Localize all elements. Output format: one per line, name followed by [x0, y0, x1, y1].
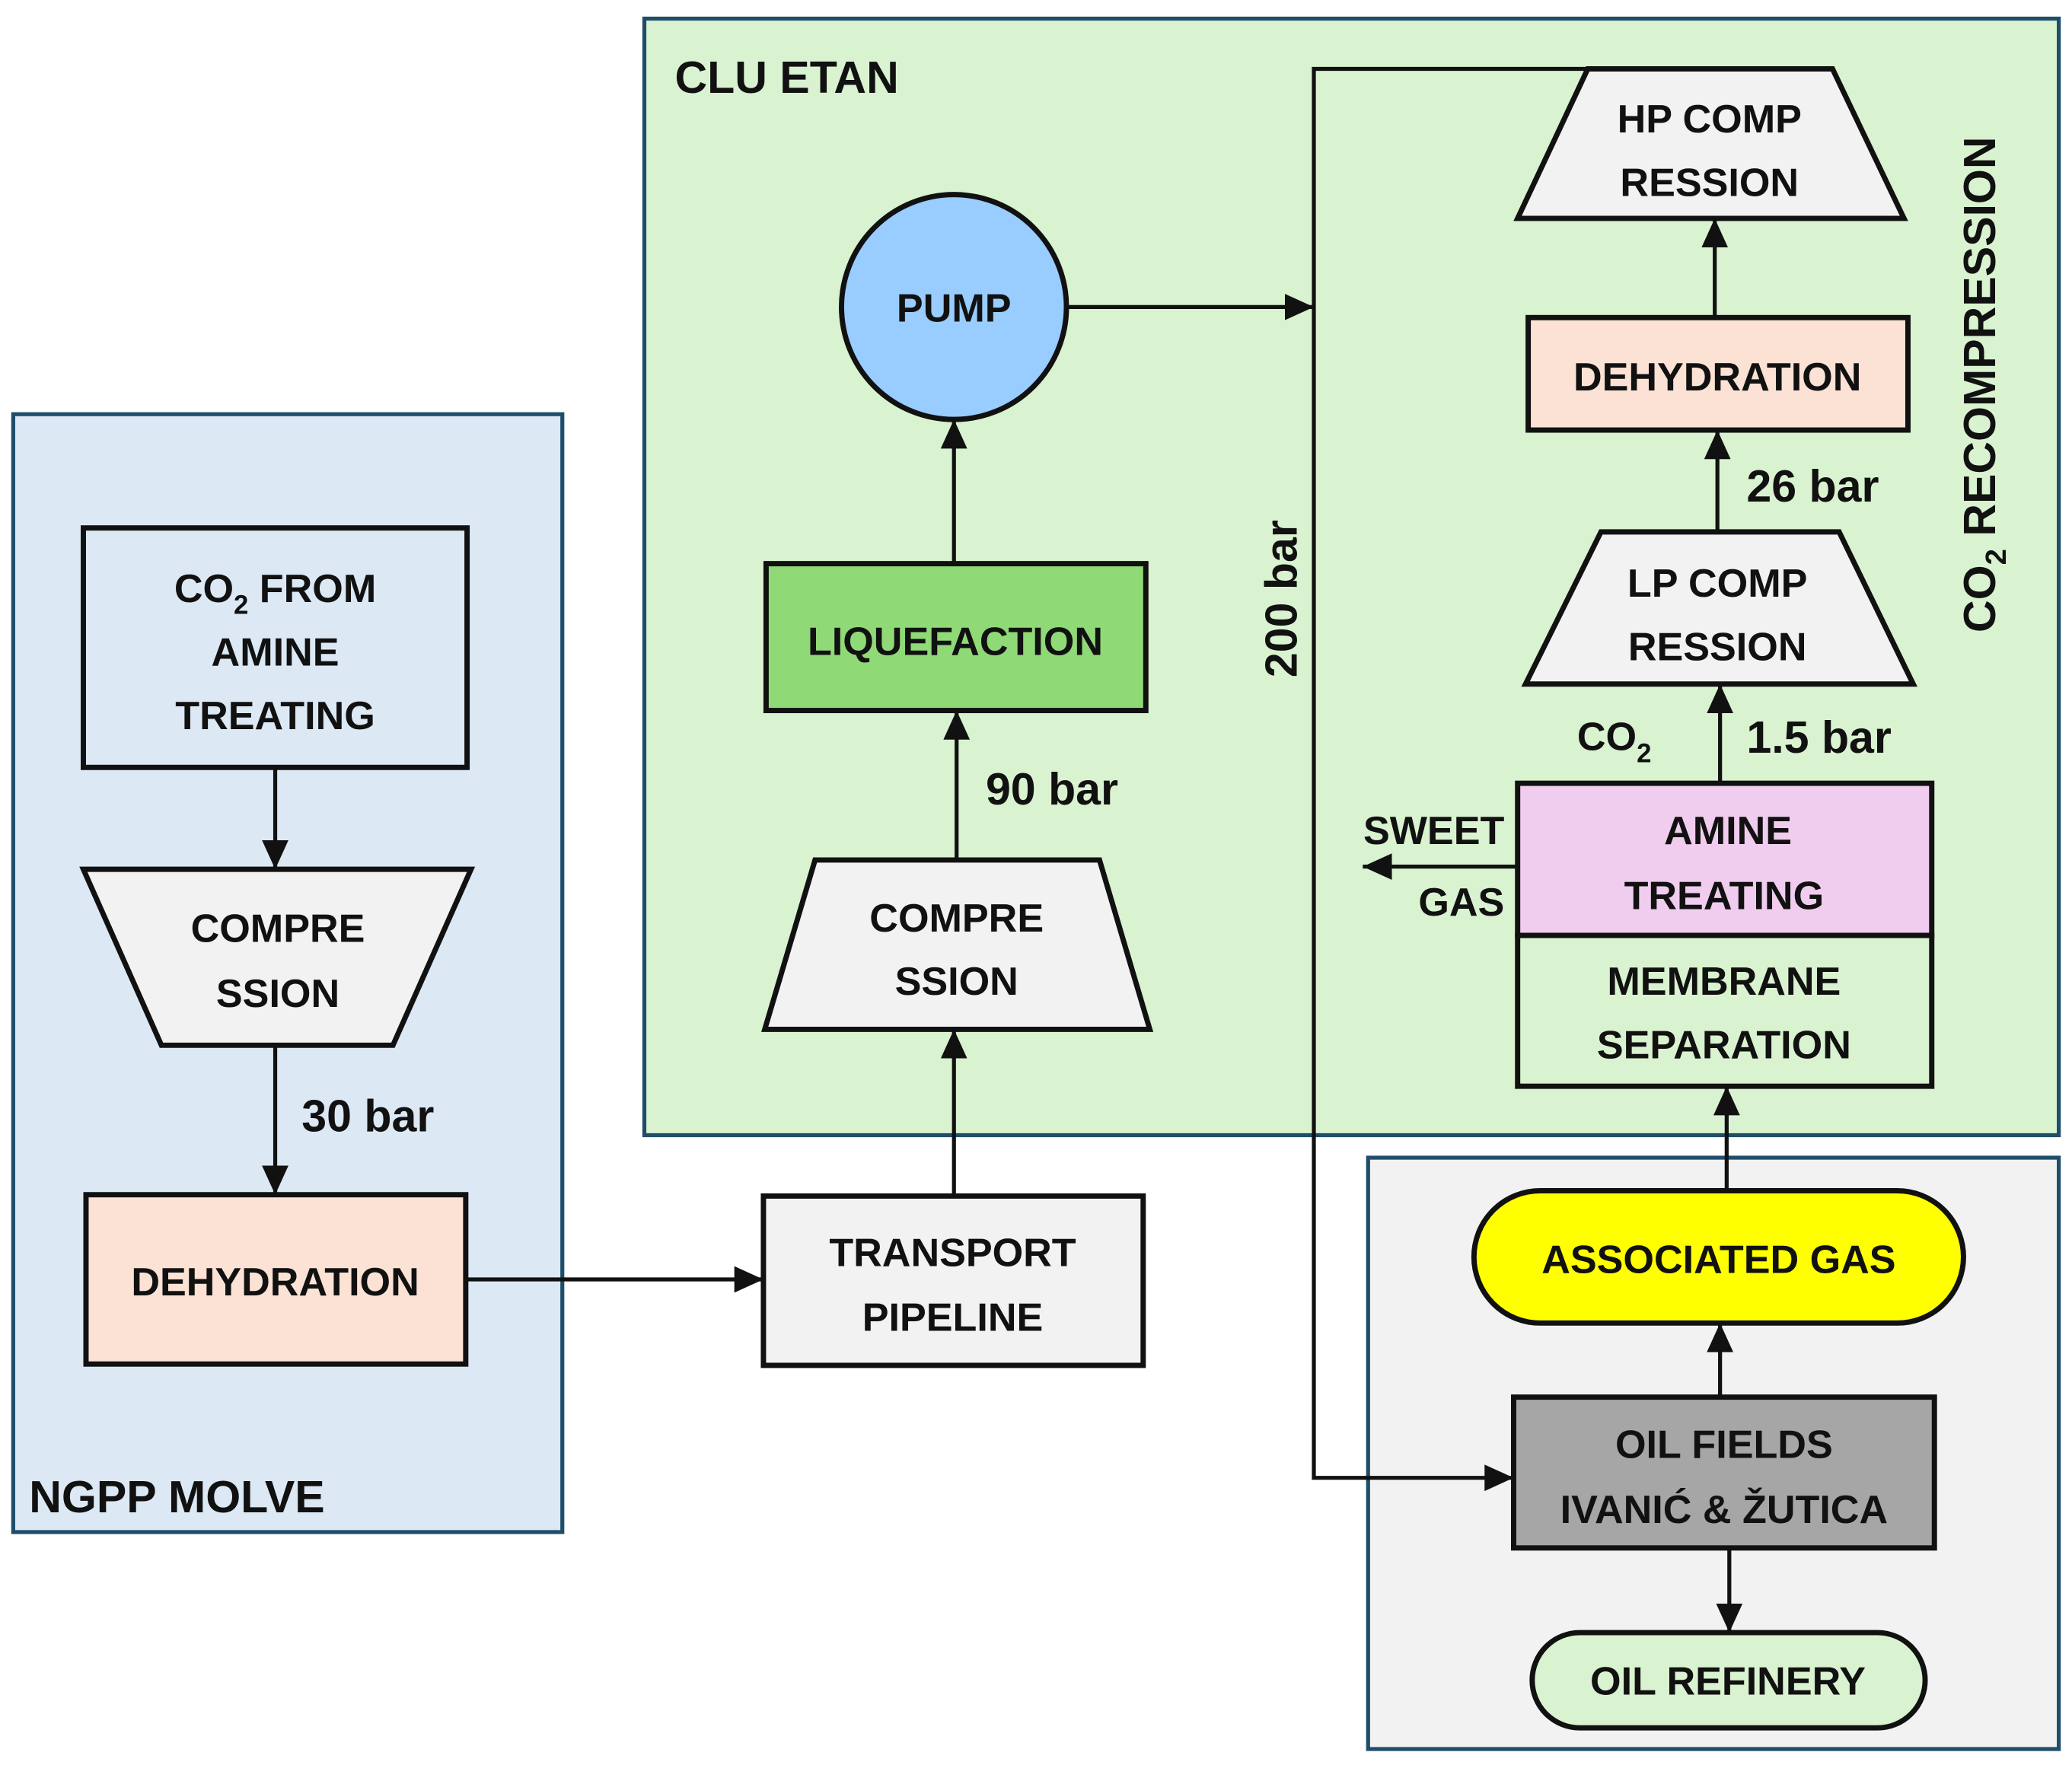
svg-text:TRANSPORT: TRANSPORT — [829, 1231, 1076, 1276]
svg-text:LP COMP: LP COMP — [1627, 562, 1808, 606]
node-oil-refinery[interactable]: OIL REFINERY — [1529, 1630, 1928, 1731]
svg-text:RESSION: RESSION — [1620, 161, 1799, 205]
svg-text:COMPRE: COMPRE — [191, 907, 365, 951]
svg-text:SSION: SSION — [216, 972, 339, 1016]
node-associated-gas[interactable]: ASSOCIATED GAS — [1471, 1188, 1966, 1326]
node-hp-compression[interactable]: HP COMP RESSION — [1513, 66, 1908, 221]
svg-text:LIQUEFACTION: LIQUEFACTION — [808, 620, 1103, 664]
node-liquefaction[interactable]: LIQUEFACTION — [763, 561, 1149, 714]
svg-text:COMPRE: COMPRE — [869, 897, 1044, 941]
pressure-label-1-5: 1.5 bar — [1746, 712, 1891, 763]
node-membrane-separation[interactable]: MEMBRANE SEPARATION — [1515, 932, 1935, 1089]
pressure-label-200: 200 bar — [1256, 520, 1306, 677]
node-oil-fields[interactable]: OIL FIELDS IVANIĆ & ŽUTICA — [1511, 1394, 1937, 1551]
panel-title-clu: CLU ETAN — [674, 53, 898, 103]
svg-text:OIL FIELDS: OIL FIELDS — [1615, 1423, 1833, 1467]
node-co2-source[interactable]: CO2 FROM AMINE TREATING — [81, 525, 470, 770]
svg-text:SSION: SSION — [895, 960, 1018, 1004]
svg-text:OIL REFINERY: OIL REFINERY — [1590, 1660, 1866, 1704]
connectors — [262, 66, 1743, 1633]
node-dehydration-ngpp[interactable]: DEHYDRATION — [83, 1192, 469, 1367]
node-dehydration-recompression[interactable]: DEHYDRATION — [1525, 314, 1911, 433]
panel-title-ngpp: NGPP MOLVE — [29, 1472, 324, 1522]
co2-flow-label: CO2 — [1577, 715, 1652, 769]
svg-text:CO2 FROM: CO2 FROM — [174, 567, 376, 620]
svg-text:DEHYDRATION: DEHYDRATION — [1573, 355, 1861, 400]
sweet-gas-label-2: GAS — [1418, 881, 1504, 925]
svg-text:RESSION: RESSION — [1628, 625, 1807, 669]
pressure-label-90: 90 bar — [986, 764, 1118, 814]
svg-text:PIPELINE: PIPELINE — [862, 1296, 1044, 1340]
panel-title-recompression: CO2 RECOMPRESSION — [1955, 136, 2013, 632]
svg-text:TREATING: TREATING — [1624, 874, 1825, 918]
node-compression-ngpp[interactable]: COMPRE SSION — [79, 866, 476, 1048]
svg-text:DEHYDRATION: DEHYDRATION — [131, 1260, 419, 1305]
sweet-gas-label-1: SWEET — [1363, 809, 1504, 853]
node-amine-treating[interactable]: AMINE TREATING — [1515, 780, 1935, 938]
svg-text:MEMBRANE: MEMBRANE — [1607, 960, 1841, 1004]
svg-text:ASSOCIATED GAS: ASSOCIATED GAS — [1541, 1238, 1895, 1282]
pressure-label-30: 30 bar — [301, 1091, 434, 1141]
node-lp-compression[interactable]: LP COMP RESSION — [1521, 529, 1917, 687]
pressure-label-26: 26 bar — [1746, 461, 1879, 511]
svg-text:PUMP: PUMP — [897, 287, 1012, 331]
node-pump[interactable]: PUMP — [839, 192, 1069, 422]
svg-text:HP COMP: HP COMP — [1618, 97, 1802, 142]
line-hp-to-injection — [1312, 66, 1588, 1492]
svg-text:AMINE: AMINE — [1664, 809, 1792, 853]
node-transport-pipeline[interactable]: TRANSPORT PIPELINE — [760, 1193, 1146, 1368]
svg-text:IVANIĆ & ŽUTICA: IVANIĆ & ŽUTICA — [1560, 1487, 1889, 1532]
svg-text:AMINE: AMINE — [212, 630, 339, 674]
svg-text:SEPARATION: SEPARATION — [1597, 1024, 1851, 1068]
svg-text:TREATING: TREATING — [175, 694, 375, 738]
node-compression-clu[interactable]: COMPRE SSION — [761, 857, 1154, 1032]
